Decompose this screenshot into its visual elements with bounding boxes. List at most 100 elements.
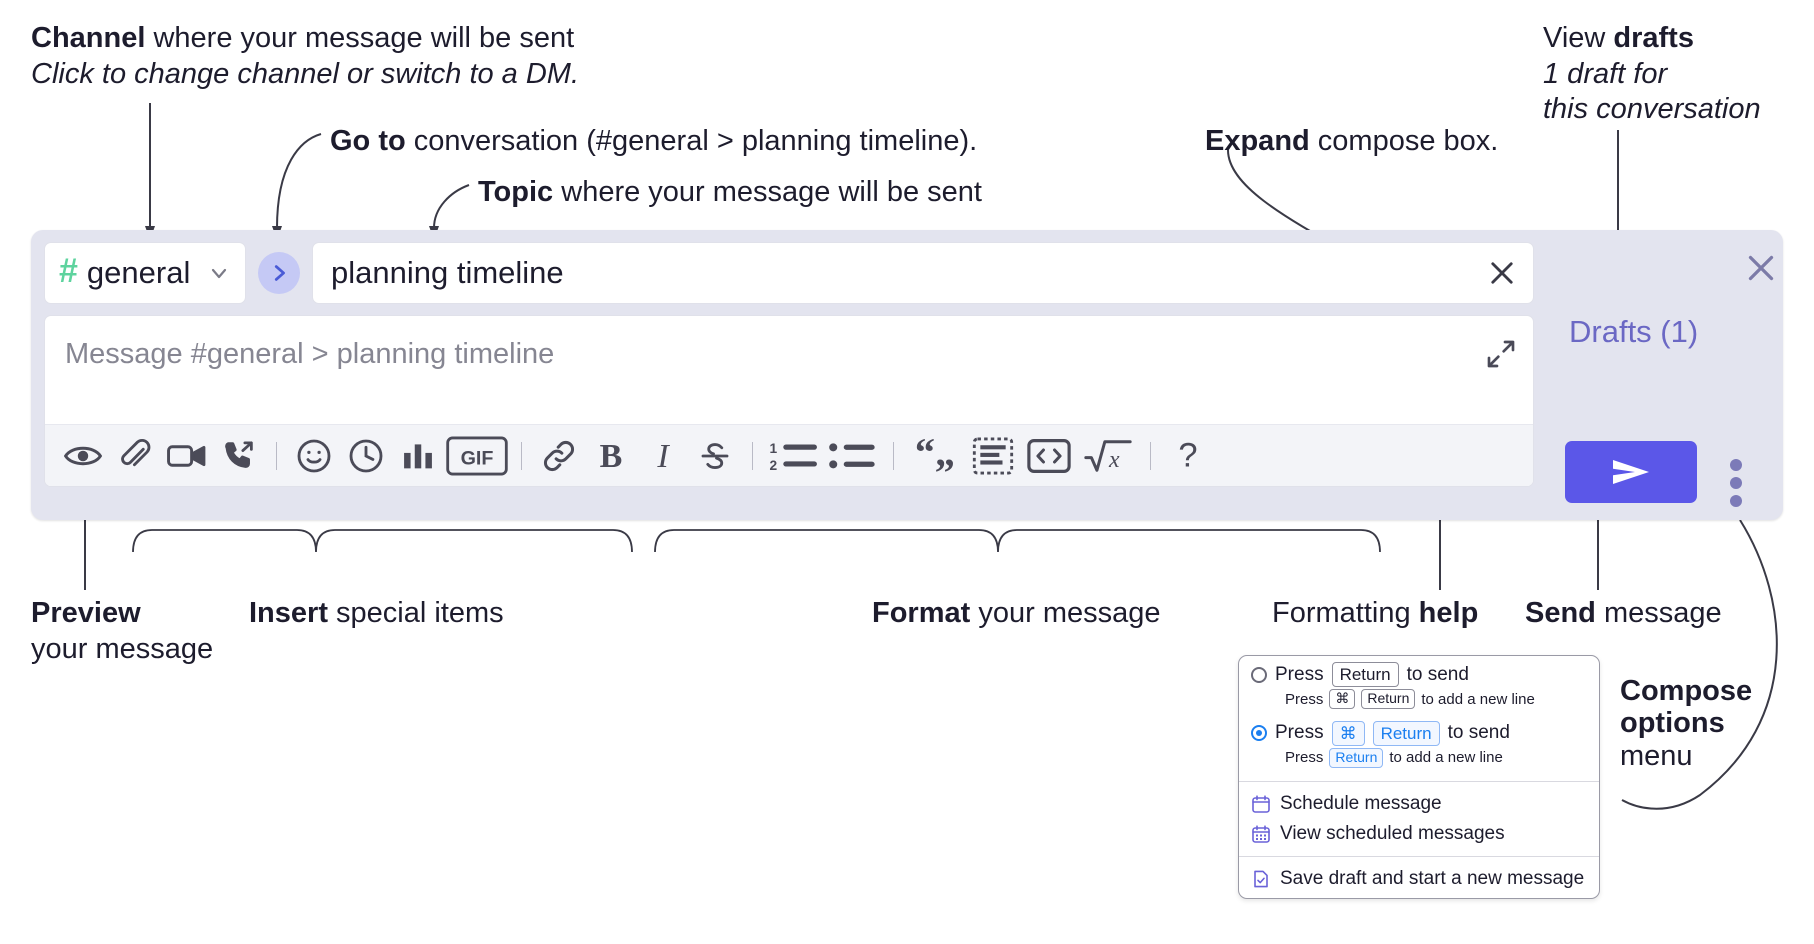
inline-code-button[interactable]: [1021, 430, 1077, 482]
annotation-compose-options-bold2: options: [1620, 707, 1725, 740]
reminder-button[interactable]: [340, 430, 392, 482]
annotation-help-bold: help: [1418, 597, 1479, 629]
svg-text:2: 2: [770, 457, 778, 472]
compose-box: Drafts (1) # general planning timeline: [31, 230, 1783, 520]
annotation-goto-rest: conversation (#general > planning timeli…: [405, 125, 978, 157]
compose-options-button[interactable]: [1723, 453, 1749, 518]
bold-button[interactable]: B: [585, 430, 637, 482]
send-button[interactable]: [1565, 441, 1697, 503]
toolbar-separator: [521, 441, 522, 470]
option2-press: Press: [1275, 722, 1324, 744]
chevron-down-icon: [211, 268, 227, 279]
link-button[interactable]: [533, 430, 585, 482]
calendar-grid-icon: [1252, 824, 1270, 843]
math-button[interactable]: x: [1077, 430, 1139, 482]
formatting-help-button[interactable]: ?: [1162, 430, 1214, 482]
strikethrough-button[interactable]: [689, 430, 741, 482]
menu-divider: [1239, 780, 1599, 782]
send-option-cmd-return-sub: Press Return to add a new line: [1239, 748, 1599, 774]
annotation-goto-bold: Go to: [330, 125, 406, 157]
clear-topic-button[interactable]: [1485, 256, 1519, 290]
audio-clip-button[interactable]: [213, 430, 265, 482]
gif-button[interactable]: GIF: [444, 430, 510, 482]
annotation-send: Send message: [1525, 597, 1722, 629]
bulleted-list-icon: [829, 442, 875, 468]
toolbar-separator: [1150, 441, 1151, 470]
toolbar-separator: [276, 441, 277, 470]
annotation-channel-rest: where your message will be sent: [145, 22, 575, 54]
annotation-insert-bold: Insert: [249, 597, 328, 629]
send-paper-plane-icon: [1613, 460, 1649, 484]
annotation-channel-italic: Click to change channel or switch to a D…: [31, 58, 580, 91]
menu-item-label: Save draft and start a new message: [1280, 867, 1585, 889]
compose-options-menu[interactable]: Press Return to send Press ⌘ Return to a…: [1238, 655, 1600, 899]
annotation-help-plain: Formatting: [1272, 597, 1419, 629]
annotation-insert: Insert special items: [249, 597, 504, 629]
emoji-button[interactable]: [288, 430, 340, 482]
annotation-expand-bold: Expand: [1205, 125, 1310, 157]
annotation-topic-rest: where your message will be sent: [553, 176, 982, 208]
svg-text:I: I: [656, 437, 670, 474]
close-compose-button[interactable]: [1743, 250, 1779, 291]
message-input-area[interactable]: Message #general > planning timeline: [44, 315, 1534, 487]
radio-return[interactable]: [1251, 666, 1267, 683]
inline-code-icon: [1027, 438, 1071, 473]
annotation-preview-bold: Preview: [31, 597, 141, 629]
goto-conversation-button[interactable]: [258, 252, 300, 294]
clock-icon: [349, 439, 383, 472]
option2-sub-tail: to add a new line: [1389, 749, 1503, 767]
annotation-channel-bold: Channel: [31, 22, 146, 54]
key-command: ⌘: [1329, 689, 1356, 709]
menu-item-save-draft[interactable]: Save draft and start a new message: [1239, 864, 1599, 898]
drafts-link[interactable]: Drafts (1): [1569, 314, 1699, 349]
bulleted-list-button[interactable]: [824, 430, 882, 482]
menu-item-view-scheduled[interactable]: View scheduled messages: [1239, 819, 1599, 849]
calendar-icon: [1252, 794, 1270, 813]
topic-field[interactable]: planning timeline: [312, 242, 1534, 304]
key-return: Return: [1331, 662, 1399, 688]
video-clip-button[interactable]: [161, 430, 213, 482]
annotation-expand-rest: compose box.: [1309, 125, 1499, 157]
annotation-preview: Preview your message: [31, 597, 213, 666]
radio-cmd-return[interactable]: [1251, 725, 1267, 742]
math-sqrt-icon: x: [1084, 439, 1132, 473]
link-icon: [544, 440, 574, 471]
menu-item-schedule-message[interactable]: Schedule message: [1239, 789, 1599, 819]
code-block-button[interactable]: [965, 430, 1021, 482]
expand-compose-button[interactable]: [1485, 338, 1517, 375]
blockquote-button[interactable]: “„: [905, 430, 965, 482]
gif-icon: GIF: [446, 436, 508, 475]
strikethrough-icon: [701, 442, 729, 469]
annotation-drafts-italic1: 1 draft for: [1543, 58, 1668, 91]
ordered-list-button[interactable]: 1 2: [764, 430, 824, 482]
annotation-goto: Go to conversation (#general > planning …: [330, 125, 977, 157]
video-camera-icon: [167, 444, 206, 467]
toolbar-separator: [893, 441, 894, 470]
annotation-format: Format your message: [872, 597, 1161, 629]
attach-file-button[interactable]: [109, 430, 161, 482]
key-return: Return: [1372, 720, 1440, 746]
blockquote-icon: “„: [915, 439, 955, 473]
more-vertical-icon: [1730, 459, 1742, 507]
italic-icon: I: [656, 437, 670, 474]
attachment-paperclip-icon: [121, 438, 151, 466]
option1-press: Press: [1275, 663, 1324, 685]
send-option-return[interactable]: Press Return to send: [1239, 656, 1599, 689]
annotation-drafts: View drafts 1 draft for this conversatio…: [1543, 22, 1761, 125]
italic-button[interactable]: I: [637, 430, 689, 482]
annotation-drafts-plain: View: [1543, 22, 1614, 54]
send-option-cmd-return[interactable]: Press ⌘ Return to send: [1239, 715, 1599, 748]
annotation-drafts-bold: drafts: [1613, 22, 1694, 54]
option1-sub-tail: to add a new line: [1421, 690, 1535, 708]
preview-button[interactable]: [57, 430, 109, 482]
hash-icon: #: [59, 252, 78, 290]
annotation-format-rest: your message: [970, 597, 1161, 629]
formatting-toolbar: GIF B I: [45, 424, 1533, 486]
channel-selector[interactable]: # general: [44, 242, 246, 304]
annotation-channel: Channel where your message will be sent …: [31, 22, 579, 91]
annotation-compose-options: Compose options menu: [1620, 675, 1752, 772]
option2-tail: to send: [1447, 722, 1510, 744]
poll-button[interactable]: [392, 430, 444, 482]
svg-text:“„: “„: [915, 439, 955, 473]
save-draft-icon: [1254, 870, 1268, 887]
